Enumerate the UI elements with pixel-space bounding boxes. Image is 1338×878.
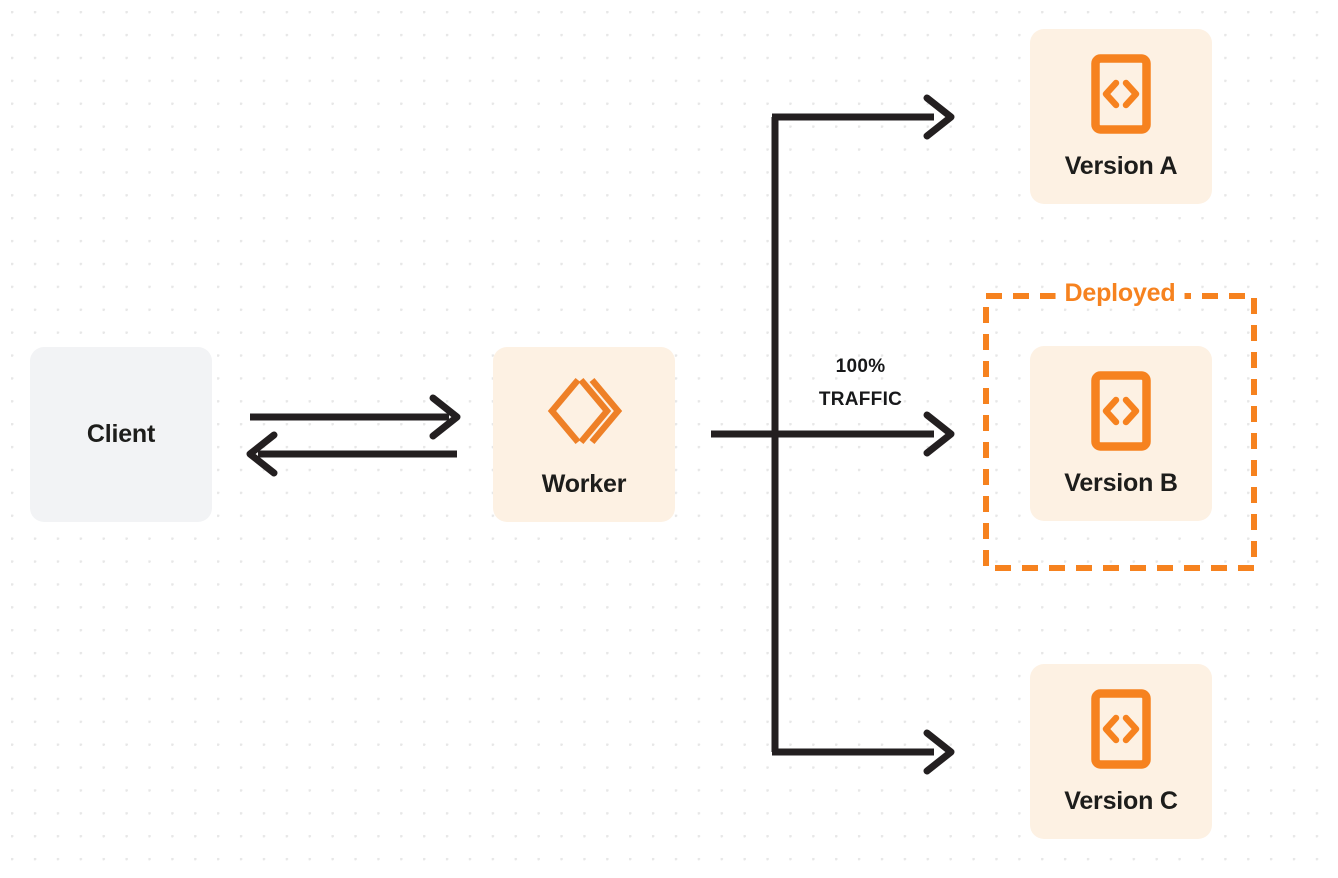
arrow-client-to-worker bbox=[250, 394, 461, 440]
worker-label: Worker bbox=[541, 470, 627, 498]
arrow-to-version-a bbox=[772, 94, 955, 140]
arrow-worker-to-client bbox=[246, 431, 457, 477]
version-b-label: Version B bbox=[1064, 469, 1178, 497]
arrow-to-version-c bbox=[772, 729, 955, 775]
traffic-percent: 100% bbox=[835, 356, 886, 377]
node-client[interactable]: Client bbox=[30, 347, 212, 522]
edge-worker-trunk bbox=[711, 117, 934, 752]
code-file-icon bbox=[1091, 54, 1151, 134]
client-label: Client bbox=[86, 420, 156, 448]
arrow-to-version-b bbox=[923, 411, 955, 457]
node-version-b[interactable]: Version B bbox=[1030, 346, 1212, 521]
version-c-label: Version C bbox=[1064, 787, 1178, 815]
code-file-icon bbox=[1091, 371, 1151, 451]
cloudflare-workers-icon bbox=[545, 372, 623, 450]
node-worker[interactable]: Worker bbox=[493, 347, 675, 522]
code-file-icon bbox=[1091, 689, 1151, 769]
version-a-label: Version A bbox=[1064, 152, 1178, 180]
traffic-label: 100% TRAFFIC bbox=[783, 350, 938, 417]
node-version-a[interactable]: Version A bbox=[1030, 29, 1212, 204]
deployed-label: Deployed bbox=[1055, 280, 1185, 306]
traffic-word: TRAFFIC bbox=[818, 389, 903, 411]
deployed-group: Deployed bbox=[983, 280, 1257, 571]
node-version-c[interactable]: Version C bbox=[1030, 664, 1212, 839]
